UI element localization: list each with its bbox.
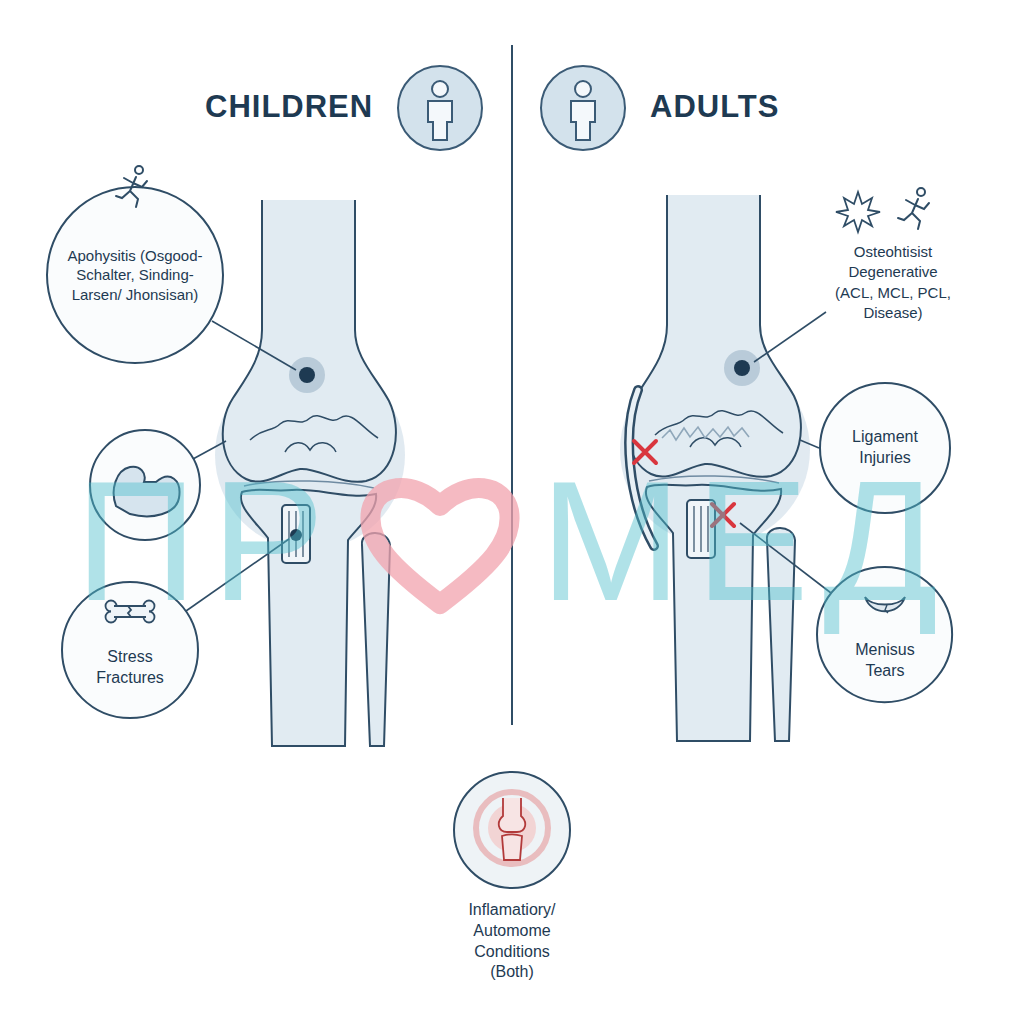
- circle-ground: [454, 772, 570, 888]
- circle-ground: [47, 187, 223, 363]
- watermark: ПР: [75, 456, 339, 626]
- ligament-band: [629, 390, 654, 546]
- bone-crack: [114, 606, 146, 617]
- icon-circle: [541, 66, 625, 150]
- text-block: Inflamatiory/ Automome Conditions (Both): [454, 900, 570, 983]
- leader-line: [800, 440, 819, 448]
- circle-border: [62, 582, 198, 718]
- mini-femur: [499, 798, 525, 832]
- watermark-heart: [370, 488, 509, 604]
- circle-border: [820, 383, 950, 513]
- leader-line: [186, 539, 289, 611]
- site-dot: [290, 529, 302, 541]
- section-heading: CHILDREN: [205, 88, 373, 125]
- circle-ground: [62, 582, 198, 718]
- circle-ground: [818, 568, 952, 702]
- icon-topic-circle: Inflamatiory/ Automome Conditions (Both): [450, 770, 574, 983]
- topic-text: Ligament Injuries: [840, 427, 930, 469]
- leader-line: [193, 441, 226, 459]
- femur: [223, 200, 396, 482]
- text-block: Stress Fractures: [89, 647, 171, 689]
- degeneration-texture: [662, 427, 749, 440]
- growth-plate: [250, 416, 378, 440]
- person-body: [571, 101, 595, 140]
- inflammation-ring: [476, 792, 548, 864]
- text-block: Ligament Injuries: [840, 427, 930, 469]
- text-block: Apohysitis (Osgood-Schalter, Sinding-Lar…: [67, 246, 203, 305]
- inflammation-icon: [476, 792, 548, 864]
- circle-outline: [815, 565, 954, 704]
- muscle-circle: [90, 430, 200, 540]
- topic-text: Stress Fractures: [89, 647, 171, 689]
- leader-line: [740, 523, 831, 593]
- site-dot: [734, 360, 750, 376]
- site-halo: [289, 357, 325, 393]
- site-halo: [724, 350, 760, 386]
- topic-circle: Stress Fractures: [60, 580, 200, 720]
- tendon-lines: [289, 511, 303, 557]
- runner-body: [898, 199, 929, 229]
- runner-body: [116, 177, 147, 207]
- running-icon: [898, 188, 929, 229]
- circle-ground: [820, 383, 950, 513]
- divider-line: [511, 45, 513, 725]
- knee-illustration: [215, 200, 405, 746]
- topic-text: Inflamatiory/ Automome Conditions (Both): [454, 900, 570, 983]
- section-heading: ADULTS: [650, 88, 779, 125]
- burst-icon: [836, 192, 880, 232]
- topic-text: Menisus Tears: [845, 640, 925, 682]
- callout-label: Osteohtisist Degenerative (ACL, MCL, PCL…: [831, 242, 955, 323]
- injury-mark: [712, 504, 734, 526]
- topic-circle: Ligament Injuries: [818, 381, 952, 515]
- person-head: [432, 81, 448, 97]
- tendon-strip: [282, 505, 310, 563]
- tibia: [241, 490, 376, 746]
- icon-circle: [398, 66, 482, 150]
- person-icon: [398, 66, 482, 150]
- circle-outline: [818, 381, 952, 515]
- topic-circle: Apohysitis (Osgood-Schalter, Sinding-Lar…: [45, 185, 225, 365]
- leader-lines: [186, 312, 831, 611]
- muscle-icon: [114, 467, 180, 517]
- bone-icon: [106, 601, 155, 623]
- leader-line: [754, 312, 826, 362]
- person-body: [428, 101, 452, 140]
- person-head: [575, 81, 591, 97]
- meniscus-tear: [885, 605, 888, 613]
- person-icon: [541, 66, 625, 150]
- knee-illustration: [620, 195, 810, 741]
- text-block: Menisus Tears: [845, 640, 925, 682]
- mini-tibia: [502, 835, 522, 861]
- watermark: МЕД: [540, 456, 952, 626]
- ligament-band-inner: [629, 390, 654, 546]
- site-dot: [299, 367, 315, 383]
- condyle-notch: [285, 443, 336, 452]
- injury-mark: [634, 441, 656, 463]
- bone-shaft: [111, 606, 149, 617]
- runner-head: [135, 166, 143, 174]
- leader-line: [212, 321, 296, 370]
- circle-border: [817, 567, 952, 702]
- circle-border: [47, 187, 223, 363]
- runner-head: [917, 188, 925, 196]
- circle-border: [454, 772, 570, 888]
- topic-circle: Menisus Tears: [815, 565, 954, 704]
- topic-text: Apohysitis (Osgood-Schalter, Sinding-Lar…: [67, 246, 203, 305]
- joint-line: [244, 481, 374, 488]
